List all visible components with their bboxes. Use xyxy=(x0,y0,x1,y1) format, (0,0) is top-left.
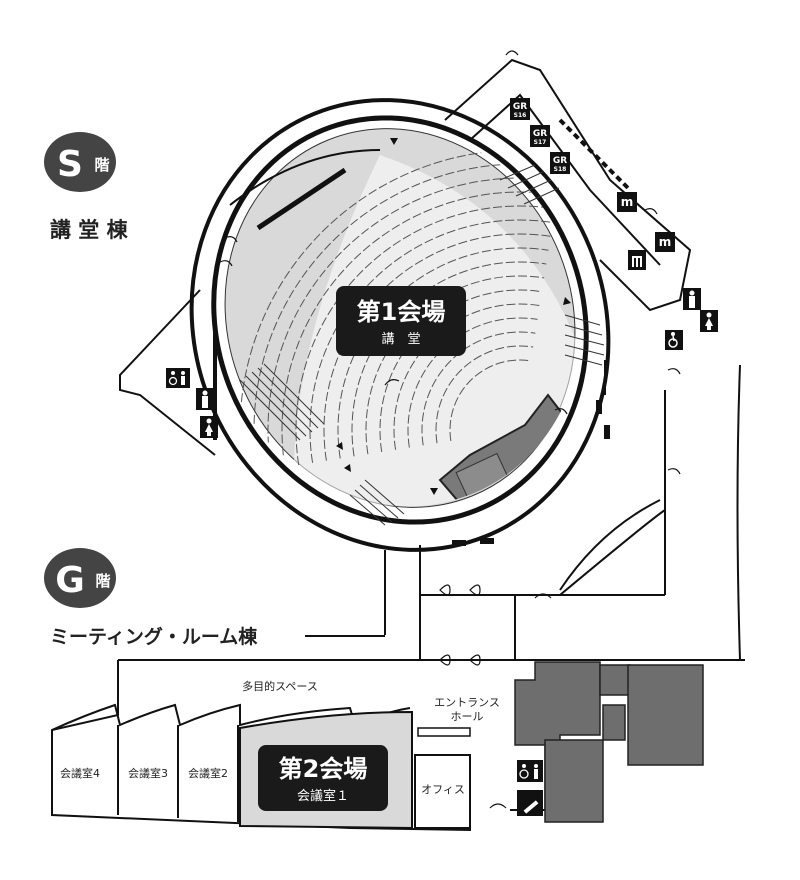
balcony-rail xyxy=(256,167,347,231)
floor-badge-s: S 階 xyxy=(44,132,116,192)
svg-text:S17: S17 xyxy=(534,139,547,146)
svg-text:GR: GR xyxy=(533,129,547,139)
svg-text:m: m xyxy=(659,235,672,249)
office-room xyxy=(414,754,471,829)
connecting-corridor xyxy=(384,360,741,661)
elevator-icon xyxy=(628,250,646,270)
room4-label: 会議室4 xyxy=(60,766,100,780)
right-wing-wall xyxy=(469,93,661,266)
women-toilet-icon xyxy=(200,416,218,438)
office-label: オフィス xyxy=(421,783,465,796)
stairs-top xyxy=(499,164,560,205)
entry-arrows xyxy=(336,138,571,495)
service-block-1 xyxy=(514,661,601,811)
venue-hall2-subtitle: 会議室１ xyxy=(297,788,349,804)
seat-row xyxy=(407,317,538,448)
women-toilet-icon xyxy=(700,310,718,332)
svg-text:S16: S16 xyxy=(514,112,527,119)
venue-hall2-title: 第2会場 xyxy=(279,755,368,783)
svg-text:m: m xyxy=(621,195,634,209)
seat-row xyxy=(379,289,542,452)
service-block-4 xyxy=(627,664,704,766)
floor-s-suffix: 階 xyxy=(94,156,109,174)
stairs-right xyxy=(564,314,605,366)
svg-text:GR: GR xyxy=(513,102,527,112)
svg-text:S18: S18 xyxy=(554,166,567,173)
wheelchair-icon xyxy=(665,330,683,350)
accessible-toilet-icon xyxy=(166,368,190,388)
meeting-room-sign-1: m xyxy=(617,192,637,212)
multipurpose-label: 多目的スペース xyxy=(242,679,318,693)
service-block-3 xyxy=(599,664,631,696)
service-block-2 xyxy=(544,739,604,823)
aisle-line xyxy=(229,149,381,206)
building-g-name: ミーティング・ルーム棟 xyxy=(50,625,258,648)
meeting-room-building xyxy=(51,659,745,832)
room2-label: 会議室2 xyxy=(188,766,228,780)
exit-markers xyxy=(452,400,610,546)
sign-gr18: GR S18 xyxy=(550,152,570,174)
service-block-5 xyxy=(602,704,626,741)
building-s-name: 講 堂 棟 xyxy=(50,218,129,242)
venue-hall1-title: 第1会場 xyxy=(357,298,446,326)
seat-row xyxy=(449,359,532,442)
door-icons[interactable] xyxy=(219,50,681,809)
sign-gr16: GR S16 xyxy=(510,98,530,120)
seat-row xyxy=(421,331,536,446)
smoking-area-icon xyxy=(517,790,543,816)
stairs-bottom xyxy=(349,479,405,526)
floor-badge-g: G 階 xyxy=(44,548,116,608)
floor-g-letter: G xyxy=(55,560,85,601)
left-wing-corridor xyxy=(119,289,216,456)
venue-hall2-label[interactable]: 第2会場 会議室１ xyxy=(258,745,388,811)
right-wing-corridor xyxy=(444,58,692,312)
stairs-left xyxy=(239,363,325,441)
sign-gr17: GR S17 xyxy=(530,125,550,147)
entrance-label-2: ホール xyxy=(451,710,484,723)
floor-g-suffix: 階 xyxy=(95,572,110,590)
seat-row xyxy=(309,219,553,463)
room3-label: 会議室3 xyxy=(128,766,168,780)
seat-row xyxy=(295,205,556,466)
venue-hall1-label[interactable]: 第1会場 講 堂 xyxy=(336,286,466,356)
entrance-counter xyxy=(417,727,471,737)
svg-text:GR: GR xyxy=(553,156,567,166)
men-toilet-icon xyxy=(683,288,701,310)
seat-row xyxy=(267,177,560,470)
accessible-toilet-icon xyxy=(517,760,543,782)
venue-hall1-subtitle: 講 堂 xyxy=(381,331,420,347)
meeting-room-sign-2: m xyxy=(655,232,675,252)
entrance-label-1: エントランス xyxy=(434,696,500,709)
seat-row xyxy=(253,163,562,472)
seat-row xyxy=(281,191,558,468)
floor-s-letter: S xyxy=(57,144,83,185)
right-wall-dashed xyxy=(558,118,632,192)
men-toilet-icon xyxy=(196,388,214,410)
seat-row xyxy=(435,345,534,444)
